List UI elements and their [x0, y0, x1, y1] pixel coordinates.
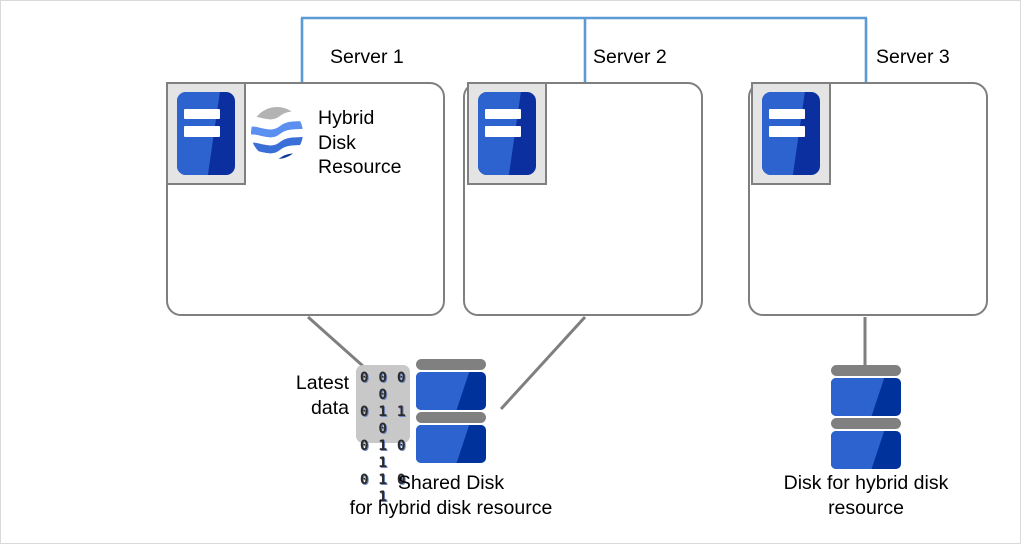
binary-row: 0 0 0 0 — [359, 370, 407, 403]
binary-row: 0 1 1 0 — [359, 404, 407, 437]
disk-segment — [416, 372, 486, 410]
binary-data-block: 0 0 0 0 0 1 1 0 0 1 0 1 0 1 0 1 — [356, 365, 410, 505]
network-bus — [300, 16, 868, 83]
hybrid-disk-icon — [831, 365, 901, 471]
disk-segment — [831, 431, 901, 469]
disk-cap-middle — [831, 418, 901, 429]
latest-data-label: Latest data — [295, 372, 349, 419]
shared-disk-caption: Shared Disk for hybrid disk resource — [349, 472, 553, 519]
server-icon-2 — [467, 82, 547, 185]
server-icon-1 — [166, 82, 246, 185]
disk-segment — [416, 425, 486, 463]
server-label-2: Server 2 — [593, 46, 667, 68]
binary-row: 0 1 0 1 — [359, 472, 407, 505]
shared-disk-icon — [416, 359, 486, 465]
disk-cap-top — [416, 359, 486, 370]
binary-row: 0 1 0 1 — [359, 438, 407, 471]
hybrid-disk-caption: Disk for hybrid disk resource — [783, 472, 949, 519]
hybrid-disk-globe-icon — [251, 107, 303, 159]
disk-cap-top — [831, 365, 901, 376]
server-label-3: Server 3 — [876, 46, 950, 68]
server-icon-3 — [751, 82, 831, 185]
server-label-1: Server 1 — [330, 46, 404, 68]
disk-cap-middle — [416, 412, 486, 423]
hybrid-resource-label: Hybrid Disk Resource — [318, 107, 402, 178]
disk-segment — [831, 378, 901, 416]
